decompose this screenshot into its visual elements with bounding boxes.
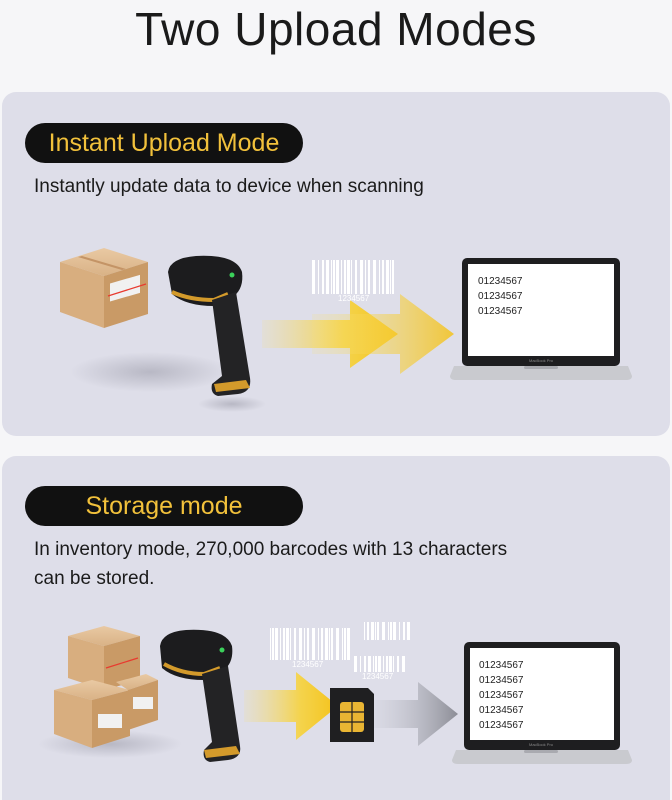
- barcode-graphic-2: [270, 628, 350, 660]
- screen-line: 01234567: [479, 660, 524, 671]
- barcode-caption-2: 1234567: [292, 660, 324, 669]
- data-transfer-arrow-2: [312, 294, 454, 374]
- storage-description-line-2: can be stored.: [34, 568, 155, 589]
- screen-line: 01234567: [478, 276, 523, 287]
- svg-text:MacBook Pro: MacBook Pro: [529, 742, 554, 747]
- storage-mode-label: Storage mode: [25, 486, 303, 526]
- screen-line: 01234567: [479, 690, 524, 701]
- storage-description-line-1: In inventory mode, 270,000 barcodes with…: [34, 539, 508, 560]
- laptop-icon: MacBook Pro: [450, 258, 632, 380]
- instant-upload-mode-label: Instant Upload Mode: [25, 123, 303, 163]
- cardboard-boxes-icon: [54, 626, 158, 748]
- barcode-graphic-4: [354, 656, 405, 672]
- barcode-scanner-icon-2: [160, 629, 241, 762]
- barcode-graphic-3: [364, 622, 410, 640]
- page-title: Two Upload Modes: [135, 3, 537, 55]
- storage-arrow: [244, 672, 338, 740]
- barcode-caption-3: 1234567: [362, 672, 394, 681]
- screen-line: 01234567: [478, 306, 523, 317]
- upload-arrow: [374, 682, 458, 746]
- laptop-screen-data: 01234567 01234567 01234567: [478, 274, 523, 319]
- laptop-icon-2: MacBook Pro: [452, 642, 632, 764]
- screen-line: 01234567: [479, 705, 524, 716]
- barcode-scanner-icon: [168, 255, 251, 396]
- barcode-graphic: [312, 260, 394, 294]
- barcode-caption: 1234567: [338, 294, 370, 303]
- storage-mode-description: In inventory mode, 270,000 barcodes with…: [34, 535, 634, 593]
- laptop-screen-data-2: 01234567 01234567 01234567 01234567 0123…: [479, 658, 524, 738]
- cardboard-box-icon: [60, 248, 148, 328]
- instant-upload-description: Instantly update data to device when sca…: [34, 176, 424, 197]
- screen-line: 01234567: [478, 291, 523, 302]
- sim-card-icon: [330, 688, 374, 742]
- screen-line: 01234567: [479, 675, 524, 686]
- screen-line: 01234567: [479, 720, 524, 731]
- svg-text:MacBook Pro: MacBook Pro: [529, 358, 554, 363]
